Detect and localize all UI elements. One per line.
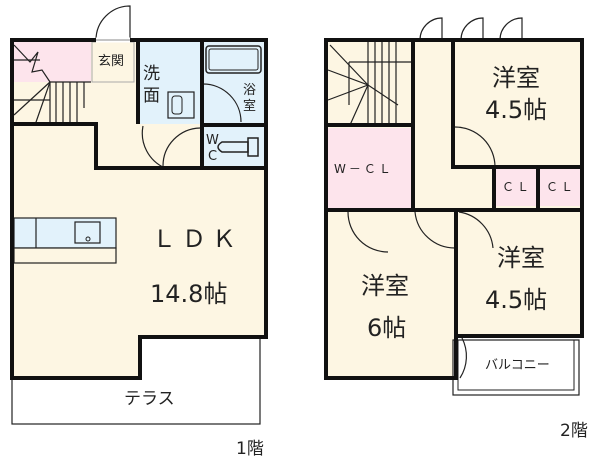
western-room-c-label: 洋室 (497, 244, 545, 272)
wc-label-1: W (206, 133, 219, 148)
western-room-b-label: 洋室 (361, 272, 409, 300)
walk-in-closet-label: W－ＣＬ (334, 162, 394, 176)
floor2-label: 2階 (560, 421, 588, 441)
balcony-label: バルコニー (485, 358, 550, 373)
ldk-label: ＬＤＫ (152, 225, 242, 253)
western-room-a-label: 洋室 (492, 64, 540, 92)
western-room-b-size: 6帖 (367, 314, 407, 342)
bath-label-2: 室 (243, 99, 257, 114)
floor1-label: 1階 (236, 439, 264, 459)
washroom-label-2: 面 (143, 86, 160, 106)
terrace-label: テラス (124, 389, 175, 409)
washroom-label-1: 洗 (143, 64, 160, 84)
entrance-label: 玄関 (98, 54, 125, 69)
ldk-size: 14.8帖 (150, 280, 228, 308)
bath-label-1: 浴 (243, 83, 257, 98)
closet-2-label: ＣＬ (546, 180, 577, 194)
western-room-c-size: 4.5帖 (485, 286, 548, 314)
western-room-a-size: 4.5帖 (485, 96, 548, 124)
wc-label-2: C (208, 149, 218, 164)
closet-1-label: ＣＬ (502, 180, 533, 194)
